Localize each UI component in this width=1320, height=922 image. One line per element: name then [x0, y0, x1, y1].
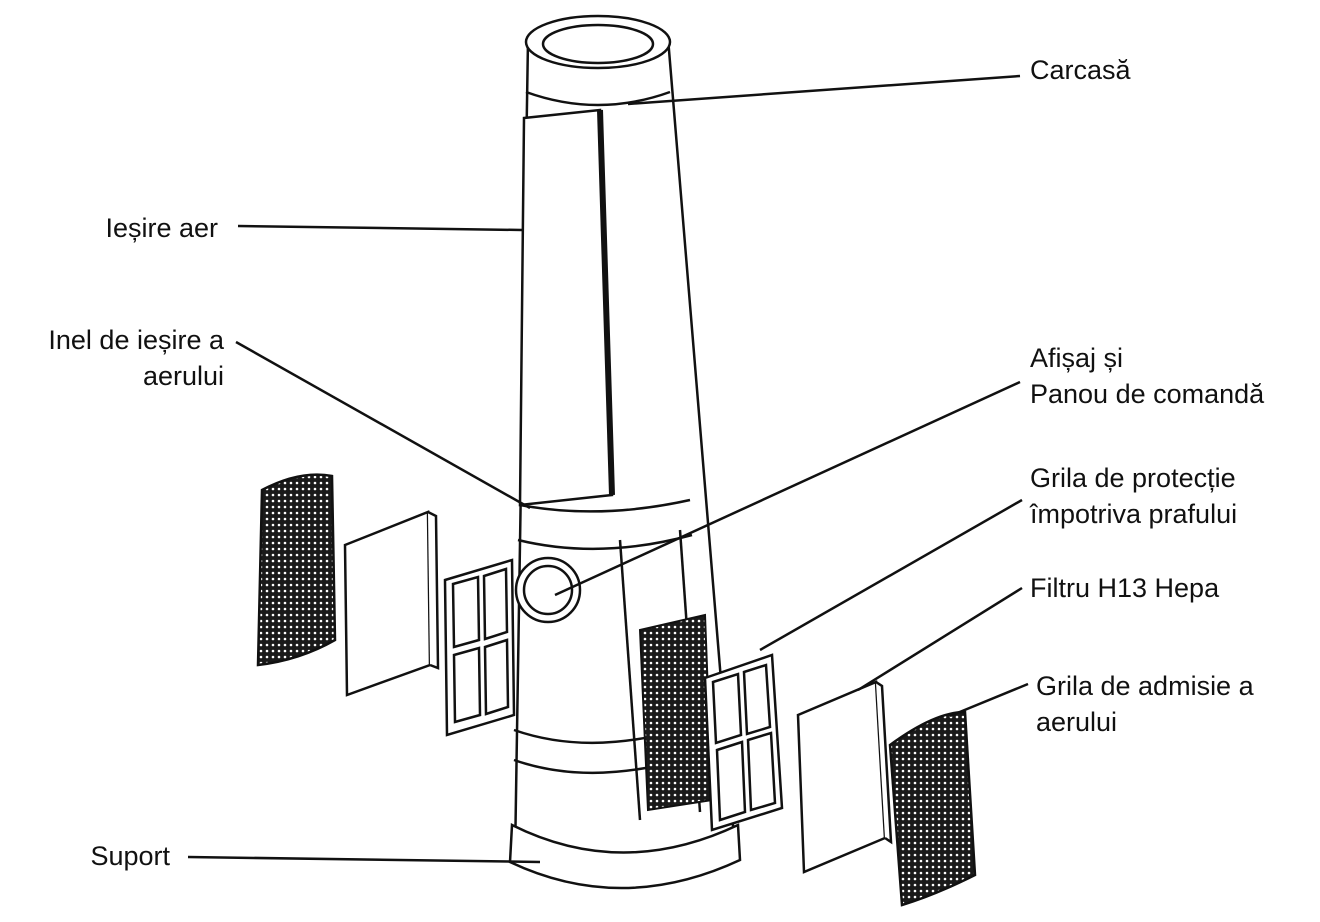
leader-afisaj — [554, 380, 1021, 597]
right-intake-grille — [888, 710, 977, 907]
leader-lines — [187, 74, 1029, 864]
right-dust-grid — [703, 653, 784, 832]
air-outlet-slot — [518, 108, 614, 507]
label-inel-iesire: Inel de ieșire a aerului — [48, 325, 224, 391]
label-filtru-hepa: Filtru H13 Hepa — [1030, 573, 1220, 603]
right-hepa-filter — [796, 680, 887, 874]
label-grila-protectie: Grila de protecție împotriva prafului — [1030, 463, 1238, 529]
leader-grila-admisie — [949, 682, 1029, 718]
left-exploded-parts — [256, 473, 516, 737]
label-iesire-aer: Ieșire aer — [105, 213, 218, 243]
leader-inel — [235, 340, 531, 510]
right-exploded-parts — [703, 653, 977, 907]
tower-body — [508, 14, 742, 890]
left-dust-grid — [443, 558, 516, 737]
leader-filtru — [857, 586, 1023, 692]
label-grila-admisie: Grila de admisie a aerului — [1036, 671, 1254, 737]
label-suport: Suport — [90, 841, 170, 871]
top-cap-inner — [541, 23, 655, 65]
outlet-ring — [519, 498, 691, 513]
label-afisaj-panou: Afișaj și Panou de comandă — [1030, 343, 1265, 409]
leader-iesire-aer — [237, 224, 523, 232]
left-hepa-filter — [343, 510, 432, 697]
leader-grila-protectie — [759, 498, 1023, 652]
label-carcasa: Carcasă — [1030, 55, 1131, 85]
tower-side-mesh — [638, 613, 714, 812]
leader-suport — [187, 855, 541, 864]
base — [508, 823, 742, 890]
leader-carcasa — [627, 74, 1021, 106]
left-intake-grille — [256, 473, 337, 667]
